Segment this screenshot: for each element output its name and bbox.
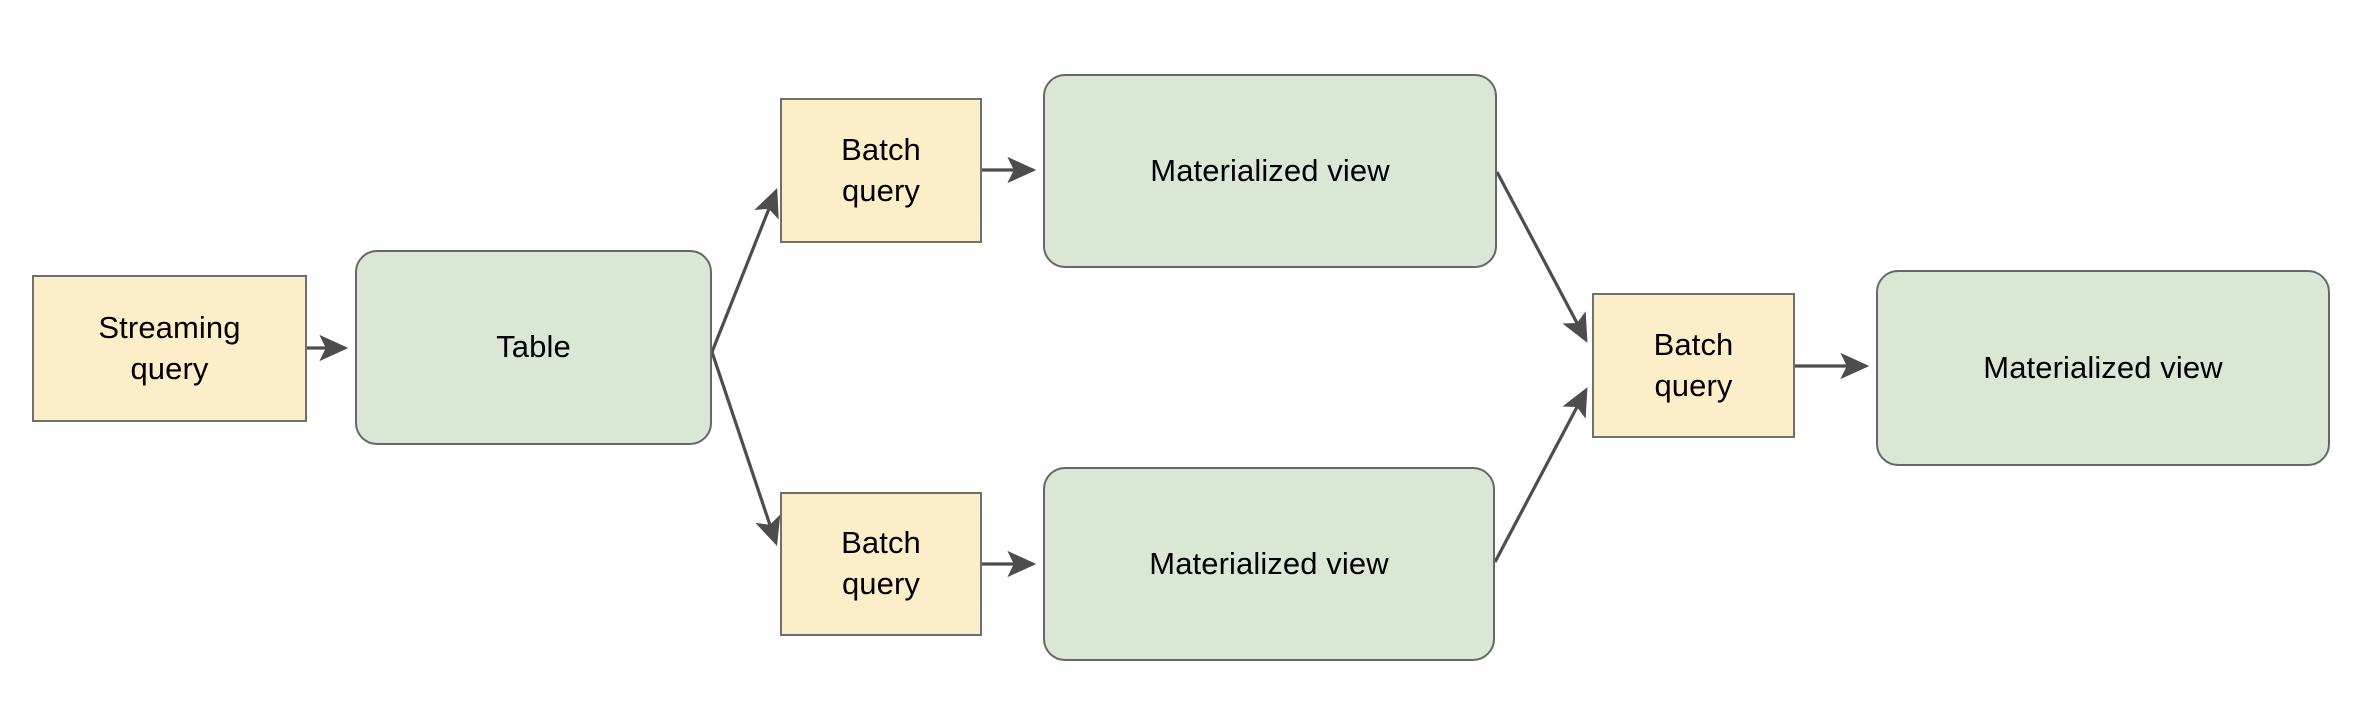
node-table[interactable]: Table [355,250,712,445]
node-materialized-view-top-label: Materialized view [1150,152,1390,188]
edge-table-to-batch-top [710,188,779,353]
node-batch-query-top[interactable]: Batch query [780,98,982,243]
node-batch-query-bottom-label: Batch query [841,525,921,601]
node-batch-query-final-label: Batch query [1653,326,1734,403]
node-batch-query-bottom[interactable]: Batch query [780,492,982,636]
node-streaming-query[interactable]: Streaming query [32,275,307,422]
edge-mv-top-to-batch-final [1495,171,1588,343]
node-streaming-query-label: Streaming query [98,309,241,386]
node-batch-query-final[interactable]: Batch query [1592,293,1795,438]
edge-table-to-batch-bottom [710,351,781,547]
node-materialized-view-top[interactable]: Materialized view [1043,74,1497,268]
node-materialized-view-final-label: Materialized view [1983,349,2223,385]
node-materialized-view-bottom[interactable]: Materialized view [1043,467,1495,661]
node-table-label: Table [496,329,571,365]
node-materialized-view-bottom-label: Materialized view [1149,545,1389,581]
node-batch-query-top-label: Batch query [841,131,921,208]
edge-mv-bottom-to-batch-final [1493,387,1588,563]
node-materialized-view-final[interactable]: Materialized view [1876,270,2330,466]
